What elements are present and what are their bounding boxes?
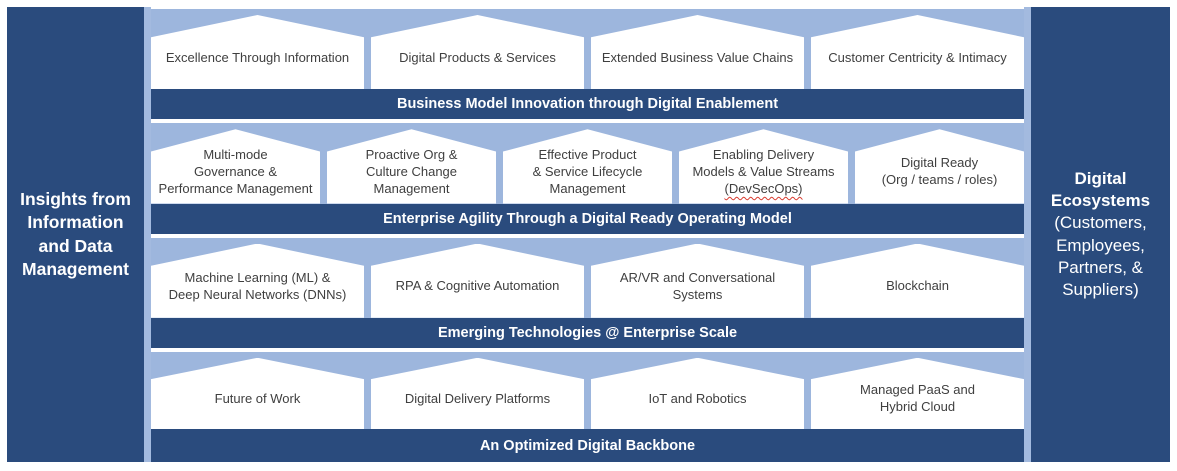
layer-banner: Business Model Innovation through Digita… <box>151 89 1024 120</box>
layer-row-enterprise-agility: Multi-mode Governance & Performance Mana… <box>151 123 1024 234</box>
capability-label: Digital Ready (Org / teams / roles) <box>881 155 998 188</box>
capability-box: Managed PaaS and Hybrid Cloud <box>811 357 1024 429</box>
capability-band: Future of Work Digital Delivery Platform… <box>151 351 1024 429</box>
capability-label: AR/VR and Conversational Systems <box>619 269 776 302</box>
capability-label: Excellence Through Information <box>165 49 350 65</box>
capability-label: Blockchain <box>886 278 949 294</box>
capability-label: Digital Delivery Platforms <box>404 390 551 406</box>
right-panel-digital-ecosystems: Digital Ecosystems (Customers, Employees… <box>1031 7 1170 462</box>
capability-box: RPA & Cognitive Automation <box>371 243 584 318</box>
capability-box: Extended Business Value Chains <box>591 15 804 90</box>
right-panel-title: Digital Ecosystems <box>1050 169 1151 211</box>
layer-row-emerging-technologies: Machine Learning (ML) & Deep Neural Netw… <box>151 237 1024 348</box>
capability-band: Multi-mode Governance & Performance Mana… <box>151 123 1024 204</box>
capability-box: Proactive Org & Culture Change Managemen… <box>327 129 496 204</box>
layer-banner: Emerging Technologies @ Enterprise Scale <box>151 317 1024 348</box>
capability-box: Blockchain <box>811 243 1024 318</box>
capability-box: Effective Product & Service Lifecycle Ma… <box>503 129 672 204</box>
capability-label: Digital Products & Services <box>399 49 556 65</box>
capability-box: Customer Centricity & Intimacy <box>811 15 1024 90</box>
capability-note-spellchecked: (DevSecOps) <box>724 180 803 196</box>
capability-label: RPA & Cognitive Automation <box>395 278 560 294</box>
capability-box: Digital Delivery Platforms <box>371 357 584 429</box>
capability-label: Machine Learning (ML) & Deep Neural Netw… <box>168 269 347 302</box>
layer-banner: An Optimized Digital Backbone <box>151 429 1024 462</box>
capability-label: Enabling Delivery Models & Value Streams <box>692 147 835 179</box>
capability-label: Proactive Org & Culture Change Managemen… <box>365 147 458 196</box>
left-gutter-divider <box>144 7 151 462</box>
capability-label: Multi-mode Governance & Performance Mana… <box>158 147 313 196</box>
capability-box: Machine Learning (ML) & Deep Neural Netw… <box>151 243 364 318</box>
capability-band: Excellence Through Information Digital P… <box>151 9 1024 90</box>
capability-box: Multi-mode Governance & Performance Mana… <box>151 129 320 204</box>
right-gutter-divider <box>1024 7 1031 462</box>
capability-box: Enabling Delivery Models & Value Streams… <box>679 129 848 204</box>
right-panel-subtitle: (Customers, Employees, Partners, & Suppl… <box>1054 213 1147 299</box>
capability-label: Managed PaaS and Hybrid Cloud <box>860 382 975 415</box>
left-panel-insights: Insights from Information and Data Manag… <box>7 7 144 462</box>
capability-box: AR/VR and Conversational Systems <box>591 243 804 318</box>
capability-band: Machine Learning (ML) & Deep Neural Netw… <box>151 237 1024 318</box>
capability-box: Future of Work <box>151 357 364 429</box>
capability-label: Customer Centricity & Intimacy <box>828 49 1007 65</box>
layer-row-digital-backbone: Future of Work Digital Delivery Platform… <box>151 351 1024 462</box>
left-panel-text: Insights from Information and Data Manag… <box>20 189 131 279</box>
capability-label: Effective Product & Service Lifecycle Ma… <box>532 147 643 196</box>
framework-layers: Excellence Through Information Digital P… <box>151 7 1024 462</box>
capability-label: IoT and Robotics <box>648 390 747 406</box>
capability-box: Digital Ready (Org / teams / roles) <box>855 129 1024 204</box>
capability-label: Future of Work <box>214 390 301 406</box>
capability-box: IoT and Robotics <box>591 357 804 429</box>
layer-row-business-model: Excellence Through Information Digital P… <box>151 9 1024 120</box>
layer-banner: Enterprise Agility Through a Digital Rea… <box>151 203 1024 234</box>
capability-box: Digital Products & Services <box>371 15 584 90</box>
capability-box: Excellence Through Information <box>151 15 364 90</box>
capability-label: Extended Business Value Chains <box>601 49 794 65</box>
